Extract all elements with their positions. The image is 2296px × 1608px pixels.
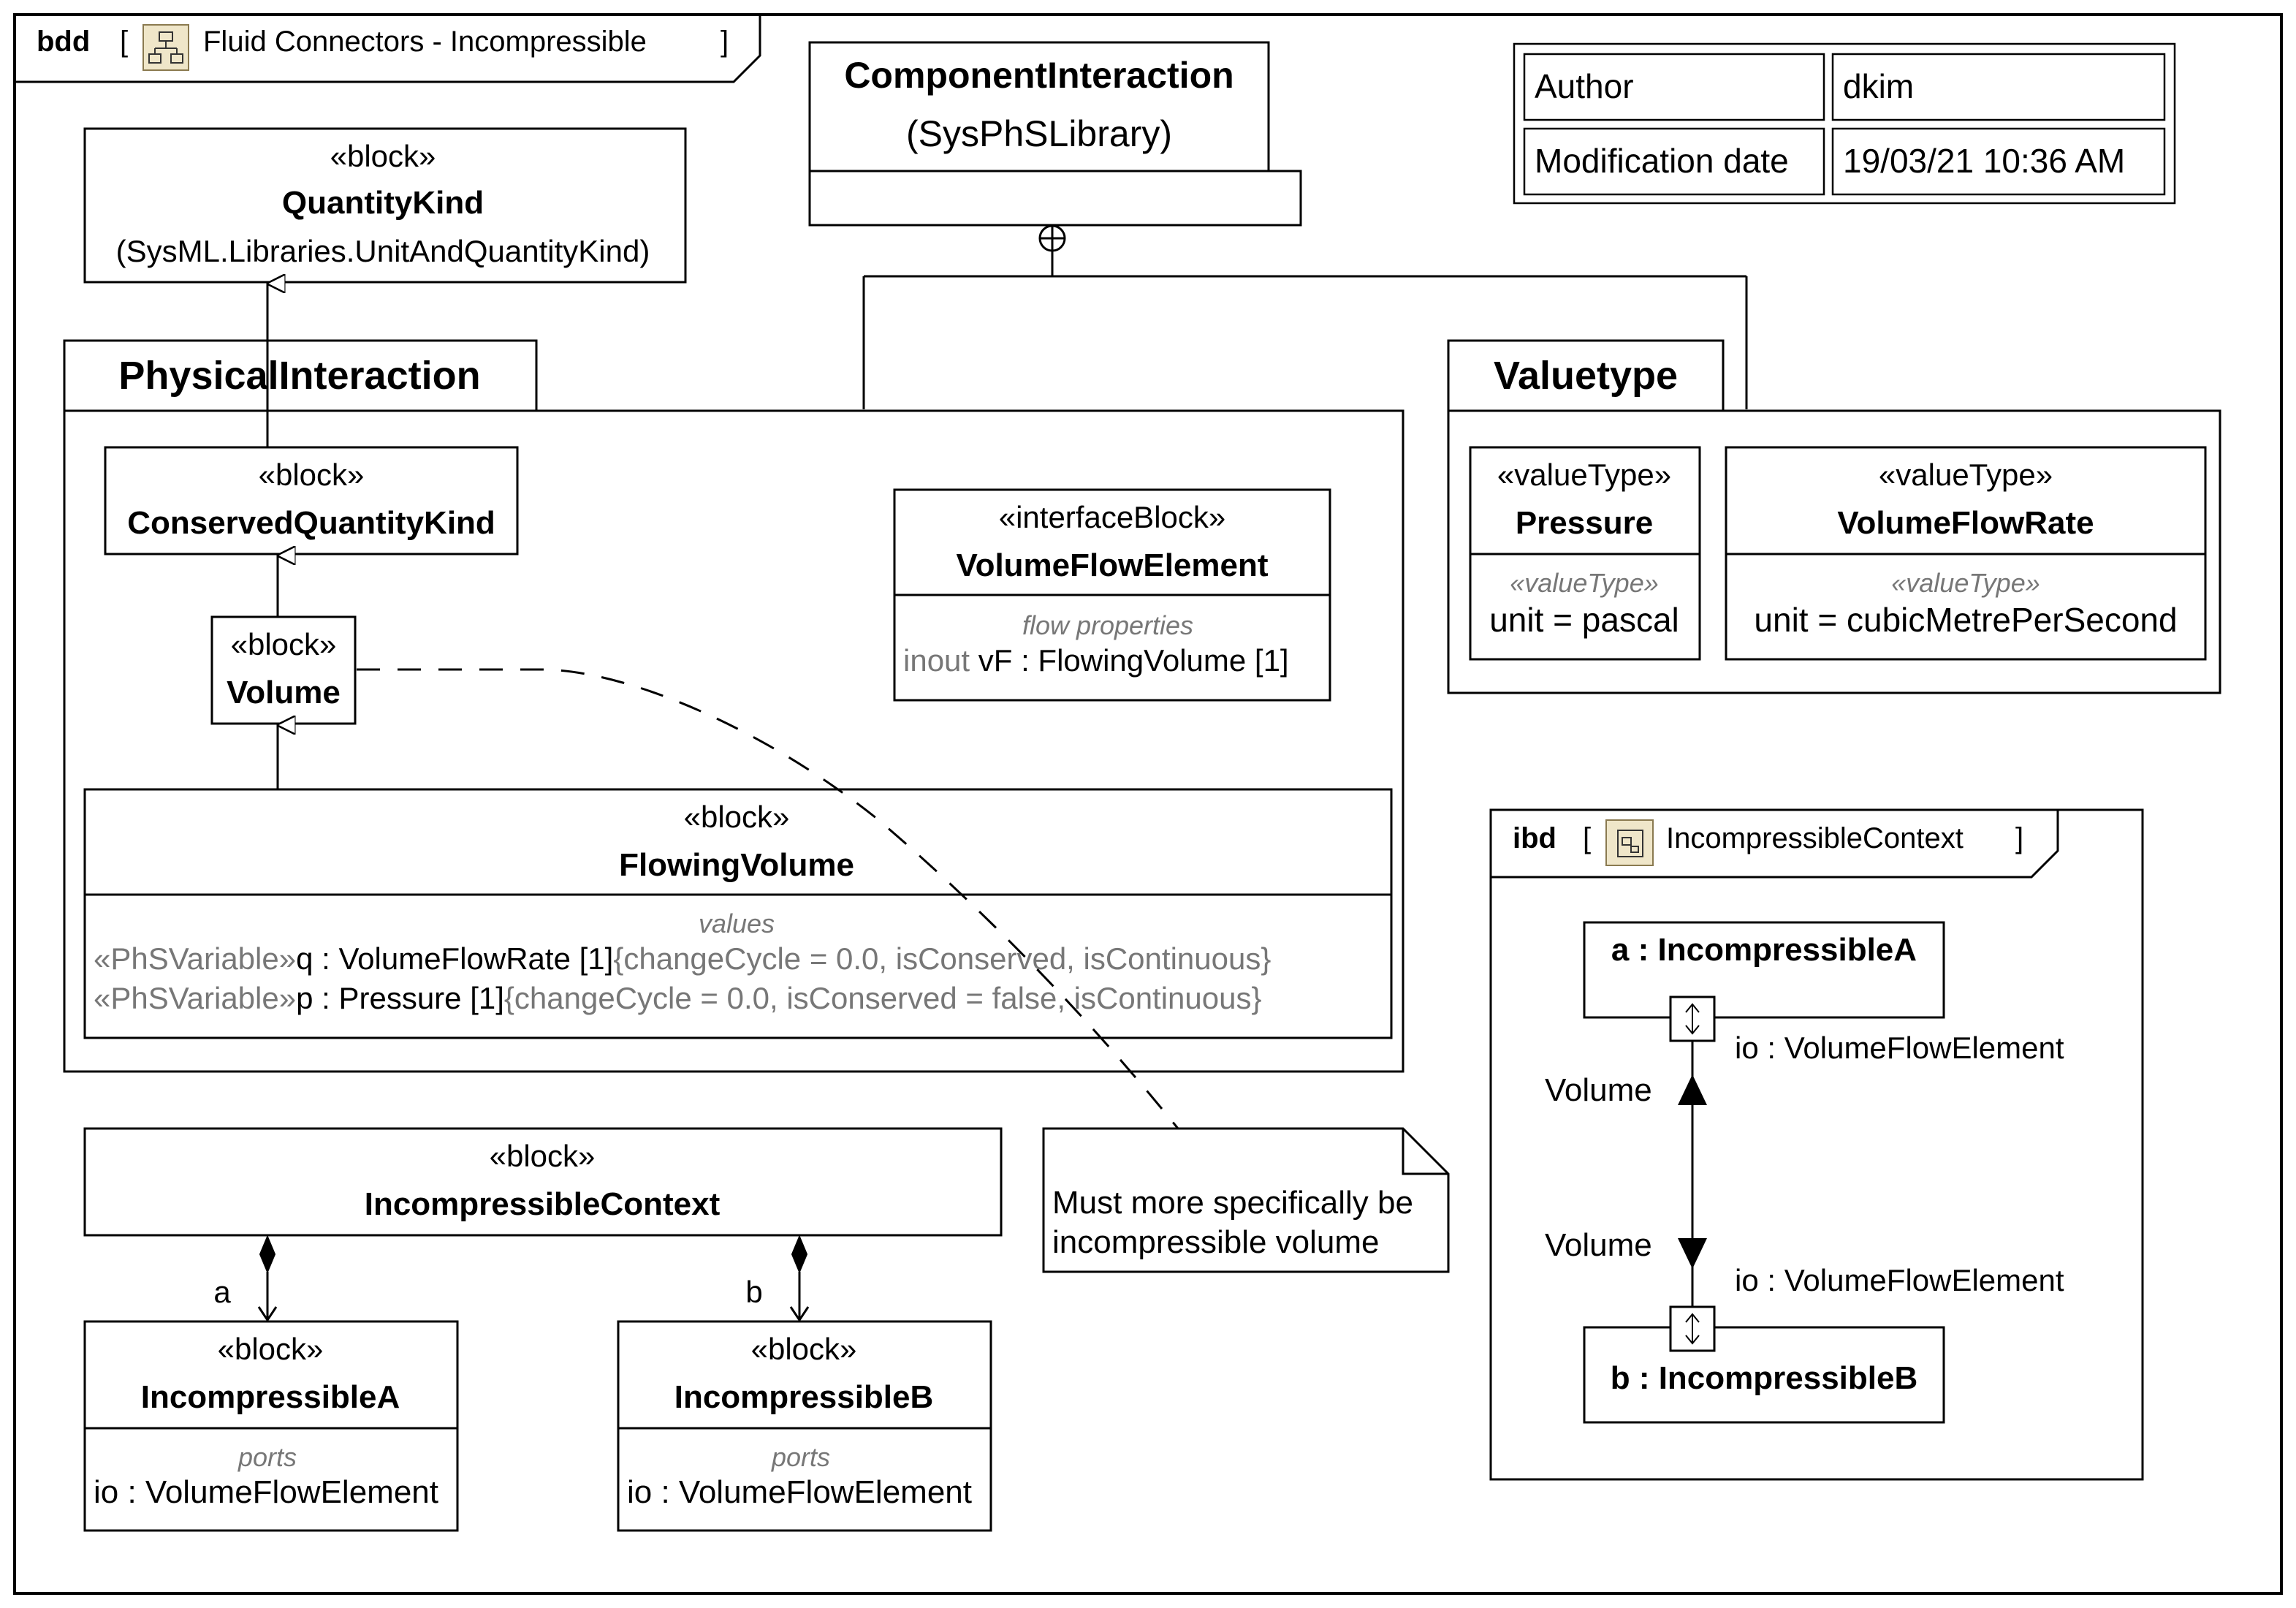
part-a[interactable]: a : IncompressibleA [1583, 921, 1945, 1019]
compartment-label: ports [771, 1442, 830, 1472]
block-name: VolumeFlowRate [1837, 505, 2094, 541]
value-property-q: «PhSVariable»q : VolumeFlowRate [1]{chan… [94, 941, 1271, 976]
interface-block-volume-flow-element[interactable]: «interfaceBlock» VolumeFlowElement flow … [893, 488, 1331, 702]
info-author-value: dkim [1843, 67, 1914, 105]
package-diagram-icon [142, 24, 189, 71]
block-name: IncompressibleB [674, 1379, 934, 1415]
frame-bracket-open: [ [120, 26, 128, 58]
info-moddate-key: Modification date [1535, 142, 1789, 180]
block-quantity-kind[interactable]: «block» QuantityKind (SysML.Libraries.Un… [83, 127, 687, 284]
stereotype-label: «block» [218, 1332, 324, 1366]
block-flowing-volume[interactable]: «block» FlowingVolume values «PhSVariabl… [83, 788, 1393, 1039]
composition-b: b [745, 1235, 810, 1322]
component-interaction-package[interactable]: ComponentInteraction (SysPhSLibrary) [808, 41, 1302, 227]
connector-end-label-b: Volume [1545, 1227, 1652, 1263]
compartment-label: «valueType» [1510, 568, 1658, 598]
compartment-label: values [699, 909, 775, 938]
component-interaction-owner: (SysPhSLibrary) [906, 113, 1172, 154]
compartment-label: flow properties [1022, 610, 1193, 640]
stereotype-label: «interfaceBlock» [999, 500, 1226, 534]
compartment-label: «valueType» [1891, 568, 2040, 598]
connector[interactable] [1678, 1041, 1707, 1307]
block-owner: (SysML.Libraries.UnitAndQuantityKind) [116, 234, 650, 268]
stereotype-label: «valueType» [1497, 458, 1671, 492]
ibd-bracket-close: ] [2015, 822, 2023, 854]
connector-end-arrow-a [1678, 1074, 1707, 1105]
block-name: IncompressibleContext [365, 1186, 721, 1222]
stereotype-label: «valueType» [1879, 458, 2053, 492]
flow-property: inout vF : FlowingVolume [1] [903, 643, 1289, 678]
containment-connector [862, 224, 1748, 409]
block-name: ConservedQuantityKind [127, 505, 495, 541]
block-name: Pressure [1516, 505, 1653, 541]
stereotype-label: «block» [330, 139, 436, 173]
block-conserved-quantity-kind[interactable]: «block» ConservedQuantityKind [104, 446, 519, 555]
valuetype-volume-flow-rate[interactable]: «valueType» VolumeFlowRate «valueType» u… [1725, 446, 2207, 661]
stereotype-label: «block» [259, 458, 365, 492]
unit-attribute: unit = pascal [1489, 601, 1679, 639]
ibd-title: IncompressibleContext [1666, 822, 1964, 854]
internal-block-diagram-icon [1605, 819, 1654, 866]
block-name: FlowingVolume [619, 847, 854, 883]
block-name: QuantityKind [282, 185, 484, 221]
port-a-label: io : VolumeFlowElement [1735, 1031, 2064, 1065]
package-name: Valuetype [1494, 354, 1678, 398]
frame-kind: bdd [37, 26, 90, 58]
connector-end-label-a: Volume [1545, 1072, 1652, 1108]
comment-note[interactable]: Must more specifically be incompressible… [1042, 1127, 1450, 1273]
valuetype-pressure[interactable]: «valueType» Pressure «valueType» unit = … [1469, 446, 1701, 661]
ibd-bracket-open: [ [1583, 822, 1591, 854]
role-label: a [213, 1275, 231, 1309]
block-name: Volume [227, 675, 341, 710]
composition-a: a [213, 1235, 278, 1322]
frame-title: Fluid Connectors - Incompressible [203, 26, 647, 58]
block-incompressible-context[interactable]: «block» IncompressibleContext [83, 1127, 1003, 1237]
diagram-frame: bdd [ Fluid Connectors - Incompressible … [13, 13, 2283, 1595]
block-name: VolumeFlowElement [956, 547, 1268, 583]
unit-attribute: unit = cubicMetrePerSecond [1754, 601, 2177, 639]
info-table: Author dkim Modification date 19/03/21 1… [1513, 42, 2176, 205]
block-incompressible-b[interactable]: «block» IncompressibleB ports io : Volum… [617, 1320, 992, 1532]
value-property-p: «PhSVariable»p : Pressure [1]{changeCycl… [94, 981, 1262, 1015]
note-line-1: Must more specifically be [1052, 1185, 1413, 1221]
stereotype-label: «block» [751, 1332, 857, 1366]
info-moddate-value: 19/03/21 10:36 AM [1843, 142, 2125, 180]
stereotype-label: «block» [231, 627, 337, 661]
frame-bracket-close: ] [721, 26, 729, 58]
info-author-key: Author [1535, 67, 1634, 105]
ibd-kind: ibd [1513, 822, 1556, 854]
stereotype-label: «block» [684, 800, 790, 834]
port-b-label: io : VolumeFlowElement [1735, 1263, 2064, 1297]
component-interaction-name: ComponentInteraction [844, 55, 1233, 96]
part-name: b : IncompressibleB [1611, 1360, 1918, 1396]
part-name: a : IncompressibleA [1611, 932, 1917, 968]
port-a[interactable] [1669, 995, 1716, 1042]
port-b[interactable] [1669, 1305, 1716, 1352]
stereotype-label: «block» [490, 1139, 596, 1173]
package-name: PhysicalInteraction [118, 354, 480, 398]
port-property: io : VolumeFlowElement [627, 1474, 972, 1510]
block-volume[interactable]: «block» Volume [210, 615, 357, 725]
port-property: io : VolumeFlowElement [94, 1474, 438, 1510]
block-incompressible-a[interactable]: «block» IncompressibleA ports io : Volum… [83, 1320, 459, 1532]
connector-end-arrow-b [1678, 1238, 1707, 1269]
note-line-2: incompressible volume [1052, 1224, 1380, 1260]
part-b[interactable]: b : IncompressibleB [1583, 1326, 1945, 1424]
role-label: b [745, 1275, 762, 1309]
compartment-label: ports [237, 1442, 297, 1472]
block-name: IncompressibleA [141, 1379, 400, 1415]
